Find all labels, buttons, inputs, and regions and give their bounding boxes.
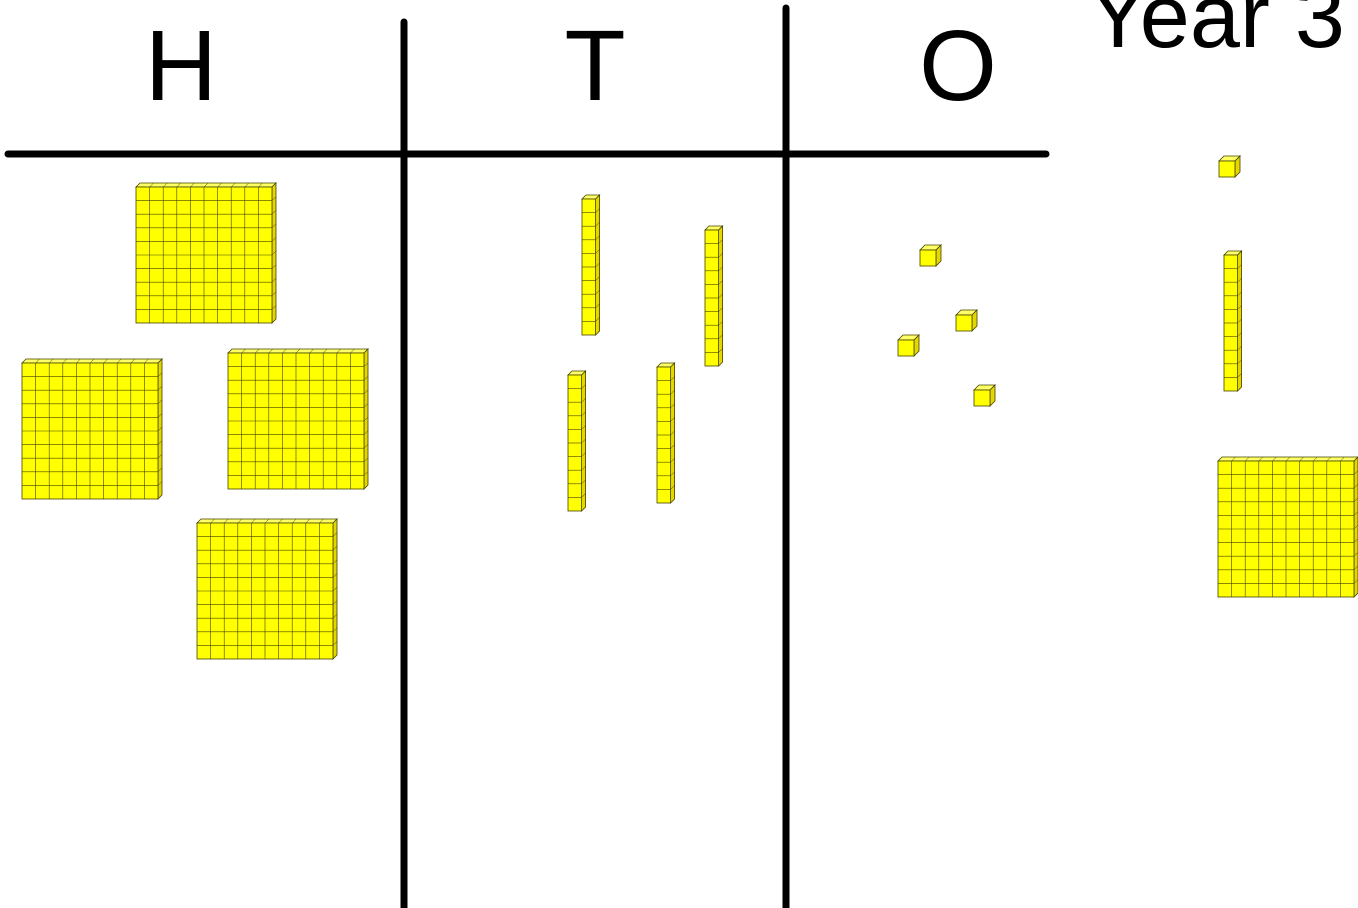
hundred-flat [136, 183, 278, 325]
one-cube [974, 385, 1000, 411]
hundred-flat [228, 349, 370, 491]
hundred-flat [22, 359, 164, 501]
one-cube [920, 245, 946, 271]
one-cube [898, 335, 924, 361]
key-ten-rod [1224, 251, 1250, 394]
ones-header: O [898, 16, 1018, 116]
one-cube [956, 310, 982, 336]
tens-header: T [535, 16, 655, 116]
ten-rod [568, 371, 594, 514]
key-one-cube [1219, 156, 1245, 182]
ten-rod [657, 363, 683, 506]
ten-rod [705, 226, 731, 369]
hundred-flat [197, 519, 339, 661]
page-title: Year 3 [1088, 0, 1345, 62]
hundreds-header: H [121, 16, 241, 116]
key-hundred-flat [1218, 457, 1358, 599]
ten-rod [582, 195, 608, 338]
